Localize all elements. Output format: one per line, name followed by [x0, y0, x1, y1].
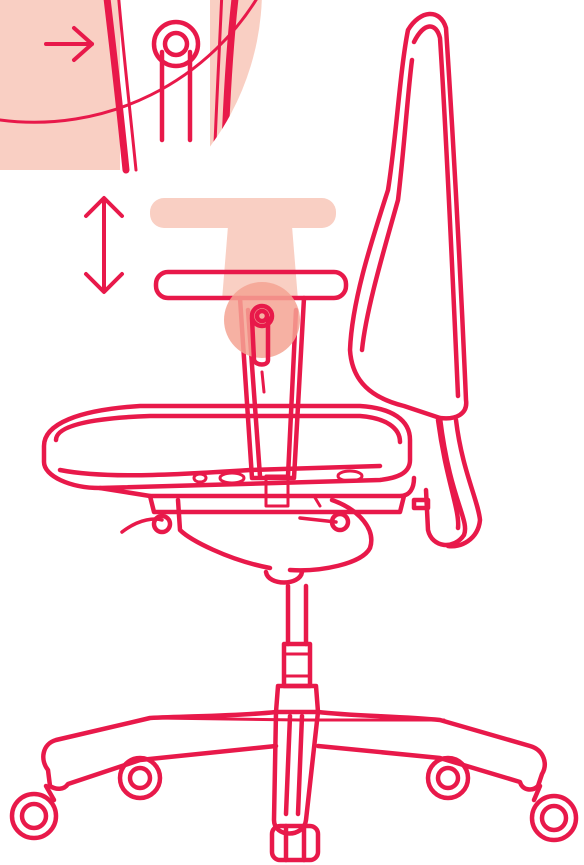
armrest-release-knob [224, 282, 300, 392]
caster-front-left [12, 786, 56, 838]
caster-front-right [532, 786, 576, 840]
zoom-inset [0, 0, 262, 170]
caster-rear-left [120, 758, 160, 798]
caster-rear-right [428, 758, 468, 798]
seat-mechanism [122, 476, 404, 570]
gas-lift [266, 572, 318, 712]
armrest-raised-position [150, 198, 336, 300]
up-down-arrow-icon [86, 198, 122, 292]
seat [44, 406, 414, 496]
